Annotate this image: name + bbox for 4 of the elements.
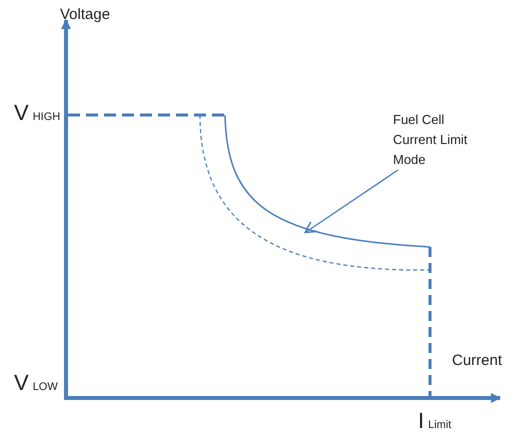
annotation-text: Fuel Cell Current Limit Mode [393,111,468,169]
leader-arrow [304,169,398,234]
axis-label: Current [452,352,502,369]
axis-label: Voltage [60,6,110,23]
